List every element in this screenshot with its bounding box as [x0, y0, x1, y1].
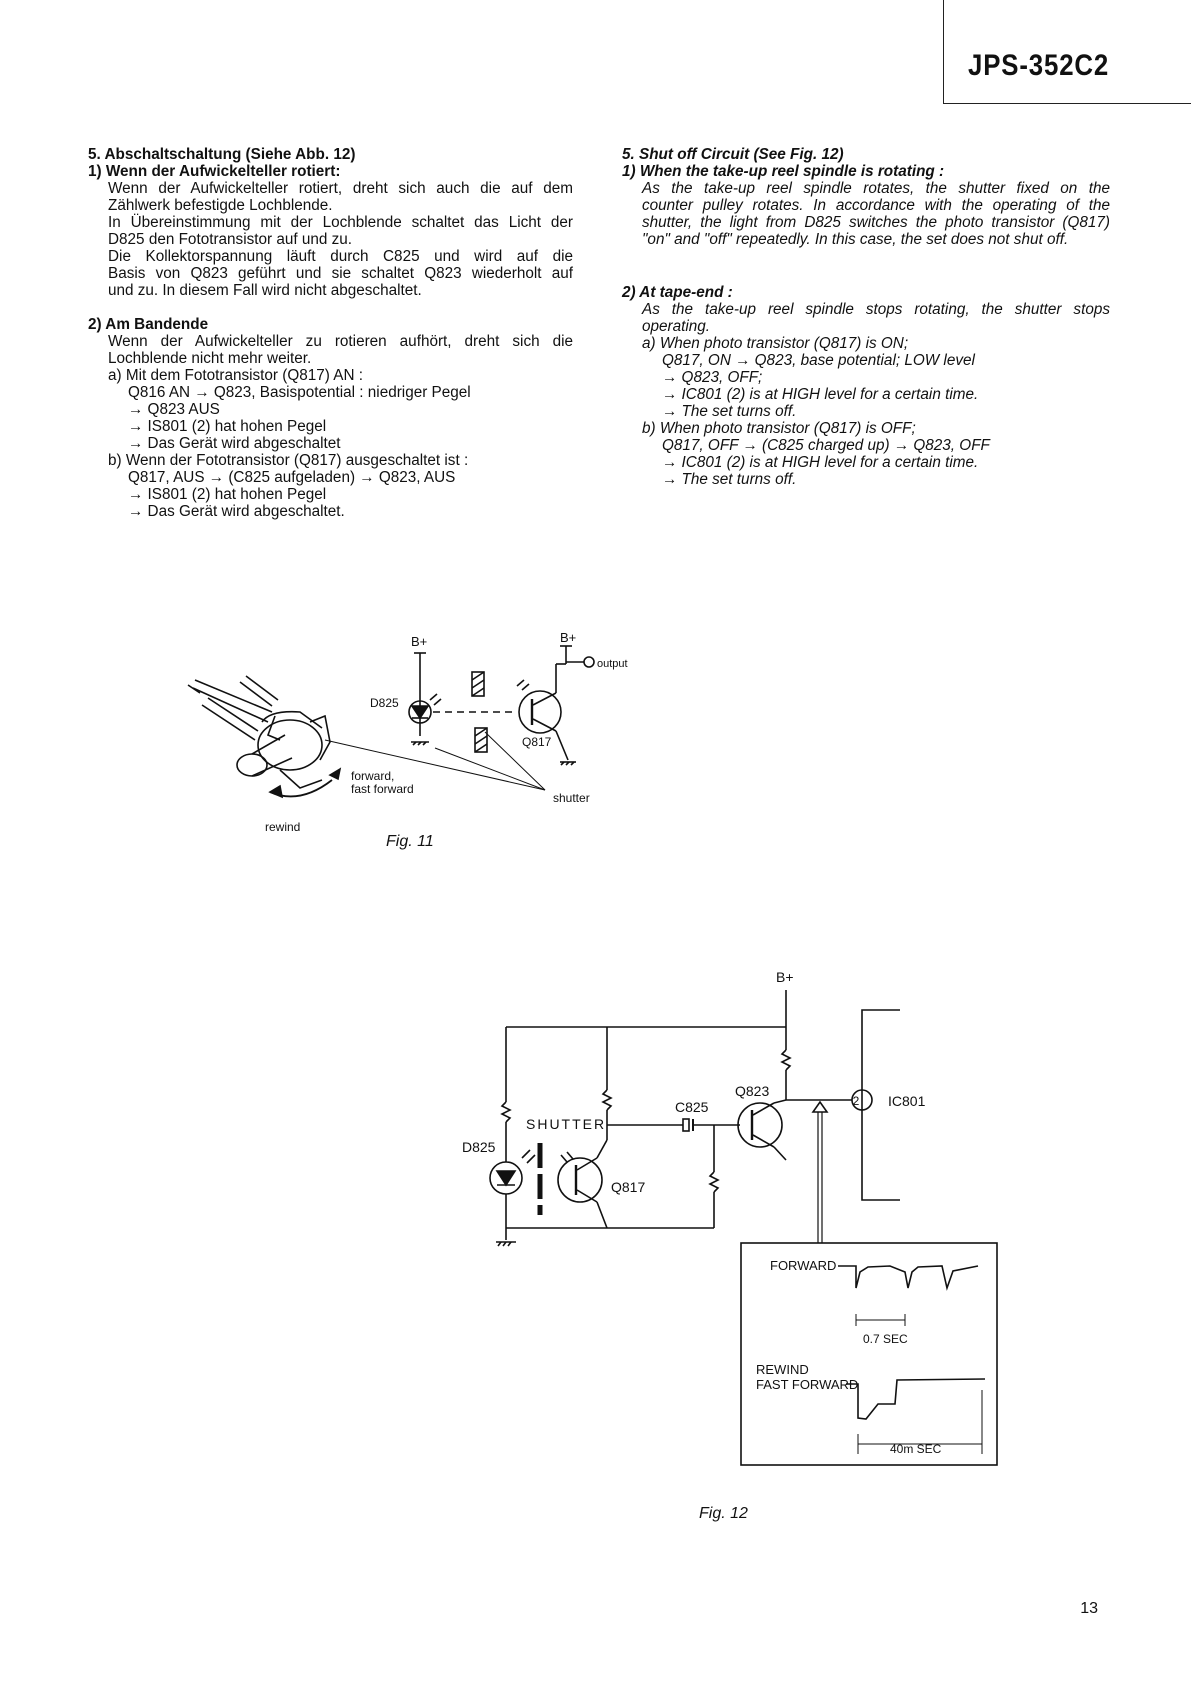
english-line: → IC801 (2) is at HIGH level for a certa…	[662, 386, 979, 403]
german-line: → IS801 (2) hat hohen Pegel	[128, 418, 327, 435]
fig11-d825-label: D825	[370, 696, 399, 710]
german-section-title: 5. Abschaltschaltung (Siehe Abb. 12)	[88, 146, 356, 163]
english-text-column: 5. Shut off Circuit (See Fig. 12) 1) Whe…	[622, 146, 1110, 488]
german-line: → Q823 AUS	[128, 401, 220, 418]
fig12-forward-label: FORWARD	[770, 1258, 836, 1273]
english-b-title: b) When photo transistor (Q817) is OFF;	[642, 420, 916, 437]
fig11-forward-label: forward,	[351, 769, 394, 783]
model-number: JPS-352C2	[968, 49, 1110, 82]
fig12-duration-label: 40m SEC	[890, 1442, 942, 1456]
fig11-q817-label: Q817	[522, 735, 552, 749]
german-line: Q816 AN → Q823, Basispotential : niedrig…	[128, 384, 471, 401]
fig11-shutter-label: shutter	[553, 791, 590, 805]
english-line: As the take-up reel spindle rotates, the…	[642, 180, 1110, 197]
fig12-period-label: 0.7 SEC	[863, 1332, 908, 1346]
fig11-rewind-label: rewind	[265, 820, 300, 834]
fig12-q823-label: Q823	[735, 1083, 769, 1099]
german-text-column: 5. Abschaltschaltung (Siehe Abb. 12) 1) …	[88, 146, 573, 520]
german-line: Wenn der Aufwickelteller zu rotieren auf…	[108, 333, 573, 350]
german-line: → Das Gerät wird abgeschaltet	[128, 435, 341, 452]
english-line: operating.	[642, 318, 711, 335]
english-line: → IC801 (2) is at HIGH level for a certa…	[662, 454, 979, 471]
german-b-title: b) Wenn der Fototransistor (Q817) ausges…	[108, 452, 469, 469]
english-line: counter pulley rotates. In accordance wi…	[642, 197, 1110, 214]
fig12-rewind-label: REWIND	[756, 1362, 809, 1377]
german-line: → IS801 (2) hat hohen Pegel	[128, 486, 327, 503]
english-sub2-title: 2) At tape-end :	[622, 284, 733, 301]
english-line: → Q823, OFF;	[662, 369, 763, 386]
english-line: Q817, OFF → (C825 charged up) → Q823, OF…	[662, 437, 990, 454]
german-line: Lochblende nicht mehr weiter.	[108, 350, 312, 367]
german-sub2-title: 2) Am Bandende	[88, 316, 209, 333]
german-line: Die Kollektorspannung läuft durch C825 u…	[108, 248, 573, 265]
model-header-frame	[943, 0, 1191, 104]
fig11-output-label: output	[597, 658, 628, 670]
german-line: Basis von Q823 geführt und sie schaltet …	[108, 265, 573, 282]
fig12-fast-forward-label: FAST FORWARD	[756, 1377, 858, 1392]
german-line: → Das Gerät wird abgeschaltet.	[128, 503, 345, 520]
fig11-fast-forward-label: fast forward	[351, 782, 414, 796]
german-line: Zählwerk befestigde Lochblende.	[108, 197, 333, 214]
english-a-title: a) When photo transistor (Q817) is ON;	[642, 335, 909, 352]
fig12-ic801-label: IC801	[888, 1093, 926, 1109]
fig12-d825-label: D825	[462, 1139, 496, 1155]
english-line: → The set turns off.	[662, 403, 797, 420]
fig12-shutter-label: SHUTTER	[526, 1116, 606, 1132]
page-number: 13	[1080, 1600, 1098, 1617]
english-line: "on" and "off" repeatedly. In this case,…	[642, 231, 1069, 248]
english-line: As the take-up reel spindle stops rotati…	[642, 301, 1110, 318]
german-line: D825 den Fototransistor auf und zu.	[108, 231, 353, 248]
english-line: Q817, ON → Q823, base potential; LOW lev…	[662, 352, 975, 369]
german-a-title: a) Mit dem Fototransistor (Q817) AN :	[108, 367, 364, 384]
german-sub1-title: 1) Wenn der Aufwickelteller rotiert:	[88, 163, 341, 180]
fig12-bplus-label: B+	[776, 969, 794, 985]
english-line: → The set turns off.	[662, 471, 797, 488]
fig11-caption: Fig. 11	[386, 833, 434, 850]
english-section-title: 5. Shut off Circuit (See Fig. 12)	[622, 146, 844, 163]
fig12-c825-label: C825	[675, 1099, 709, 1115]
german-line: Q817, AUS → (C825 aufgeladen) → Q823, AU…	[128, 469, 456, 486]
english-sub1-title: 1) When the take-up reel spindle is rota…	[622, 163, 945, 180]
german-line: Wenn der Aufwickelteller rotiert, dreht …	[108, 180, 573, 197]
fig12-pin-label: 2	[853, 1094, 860, 1108]
fig11-bplus-right: B+	[560, 630, 576, 645]
english-line: shutter, the light from D825 switches th…	[642, 214, 1110, 231]
reel-spindle-drawing	[187, 675, 342, 799]
german-line: In Übereinstimmung mit der Lochblende sc…	[108, 214, 573, 231]
fig12-caption: Fig. 12	[699, 1505, 748, 1522]
german-line: und zu. In diesem Fall wird nicht abgesc…	[108, 282, 422, 299]
fig12-q817-label: Q817	[611, 1179, 645, 1195]
fig11-bplus-left: B+	[411, 634, 427, 649]
